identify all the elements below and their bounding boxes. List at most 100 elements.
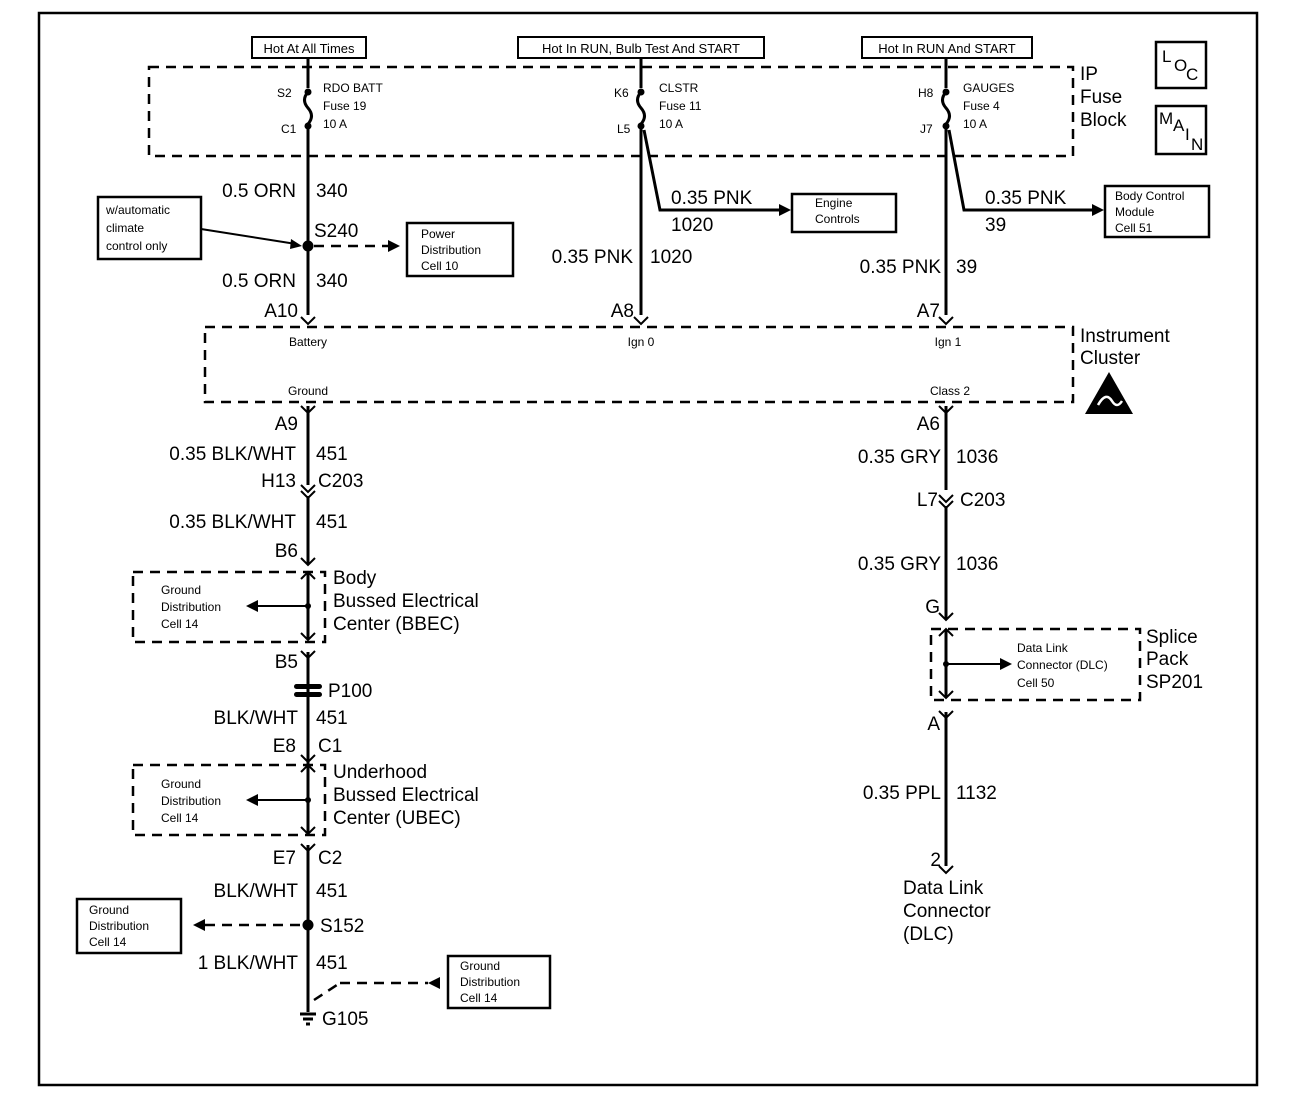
fuse-gauges: H8 J7 GAUGES Fuse 4 10 A [918, 81, 1014, 136]
svg-text:Distribution: Distribution [161, 794, 221, 808]
circuit-340-451: 0.5 ORN 340 S240 w/automatic climate con… [96, 126, 515, 326]
svg-text:0.35 PNK: 0.35 PNK [985, 188, 1067, 209]
instrument-cluster: Battery Ign 0 Ign 1 Ground Class 2 Instr… [203, 325, 1170, 404]
svg-text:0.5 ORN: 0.5 ORN [222, 181, 296, 202]
splice-s240 [302, 240, 314, 252]
svg-text:Ign 0: Ign 0 [628, 335, 655, 349]
ground-icon [300, 1012, 316, 1026]
svg-text:1020: 1020 [671, 215, 713, 236]
svg-text:C1: C1 [281, 122, 297, 136]
svg-text:E8: E8 [273, 736, 296, 757]
svg-text:B6: B6 [275, 541, 298, 562]
svg-text:S2: S2 [277, 86, 292, 100]
svg-text:Ground: Ground [460, 959, 500, 973]
svg-text:Hot In RUN And START: Hot In RUN And START [878, 41, 1016, 56]
svg-text:climate: climate [106, 221, 144, 235]
svg-text:Fuse 11: Fuse 11 [659, 99, 702, 113]
svg-text:Pack: Pack [1146, 649, 1189, 670]
ref-engine-controls: Engine Controls [790, 192, 898, 234]
svg-text:1036: 1036 [956, 554, 998, 575]
svg-text:10 A: 10 A [323, 117, 347, 131]
svg-text:A9: A9 [275, 414, 298, 435]
svg-text:1020: 1020 [650, 247, 692, 268]
circuit-1020: 0.35 PNK 1020 Engine Controls 0.35 PNK 1… [552, 126, 898, 326]
svg-text:0.35 BLK/WHT: 0.35 BLK/WHT [169, 444, 296, 465]
svg-text:Data Link: Data Link [1017, 641, 1069, 655]
svg-text:A8: A8 [611, 301, 634, 322]
svg-text:451: 451 [316, 881, 348, 902]
svg-text:340: 340 [316, 271, 348, 292]
svg-text:Ground: Ground [288, 384, 328, 398]
svg-text:Fuse 19: Fuse 19 [323, 99, 367, 113]
svg-text:451: 451 [316, 444, 348, 465]
svg-text:0.5 ORN: 0.5 ORN [222, 271, 296, 292]
svg-text:I: I [1185, 125, 1190, 144]
svg-text:Module: Module [1115, 205, 1155, 219]
svg-text:Body: Body [333, 568, 377, 589]
ip-fuse-block-label: IP Fuse Block [1080, 64, 1127, 131]
svg-text:2: 2 [930, 850, 941, 871]
svg-text:G: G [925, 597, 940, 618]
circuit-1036-1132: A6 0.35 GRY 1036 L7 C203 0.35 GRY 1036 G… [858, 405, 1203, 945]
svg-text:BLK/WHT: BLK/WHT [214, 881, 299, 902]
svg-text:Cell 14: Cell 14 [460, 991, 498, 1005]
ref-power-distribution: Power Distribution Cell 10 [405, 221, 515, 278]
splice-s152 [302, 919, 314, 931]
svg-text:G105: G105 [322, 1009, 368, 1030]
svg-text:451: 451 [316, 953, 348, 974]
svg-text:w/automatic: w/automatic [105, 203, 170, 217]
svg-text:Cell 14: Cell 14 [89, 935, 127, 949]
svg-text:Controls: Controls [815, 212, 860, 226]
svg-text:1 BLK/WHT: 1 BLK/WHT [198, 953, 299, 974]
circuit-451-ground: A9 0.35 BLK/WHT 451 H13 C203 0.35 BLK/WH… [75, 405, 552, 1030]
ref-ground-distribution-g105: Ground Distribution Cell 14 [446, 954, 552, 1010]
main-icon: M A I N [1154, 104, 1208, 156]
svg-text:Instrument: Instrument [1080, 326, 1170, 347]
svg-text:RDO BATT: RDO BATT [323, 81, 383, 95]
svg-text:Fuse 4: Fuse 4 [963, 99, 1000, 113]
svg-text:0.35 BLK/WHT: 0.35 BLK/WHT [169, 512, 296, 533]
svg-text:Underhood: Underhood [333, 762, 427, 783]
svg-text:A: A [927, 714, 940, 735]
header-hot-at-all-times: Hot At All Times [251, 36, 367, 59]
svg-text:Block: Block [1080, 110, 1127, 131]
ip-fuse-block [147, 65, 1075, 158]
ref-body-control-module: Body Control Module Cell 51 [1103, 184, 1211, 239]
esd-warning-icon [1085, 372, 1133, 414]
svg-text:Bussed Electrical: Bussed Electrical [333, 591, 479, 612]
svg-text:Body Control: Body Control [1115, 189, 1184, 203]
svg-text:GAUGES: GAUGES [963, 81, 1014, 95]
svg-text:Connector (DLC): Connector (DLC) [1017, 658, 1108, 672]
circuit-39: 0.35 PNK 39 Body Control Module Cell 51 … [860, 126, 1211, 326]
svg-text:CLSTR: CLSTR [659, 81, 699, 95]
svg-text:Distribution: Distribution [89, 919, 149, 933]
note-automatic-climate: w/automatic climate control only [96, 195, 302, 261]
ubec-box [131, 763, 327, 837]
splice-pack-sp201 [929, 627, 1142, 702]
svg-text:C: C [1186, 65, 1198, 84]
svg-text:(DLC): (DLC) [903, 924, 954, 945]
svg-text:Ground: Ground [161, 777, 201, 791]
svg-text:Cell 10: Cell 10 [421, 259, 459, 273]
svg-text:Splice: Splice [1146, 627, 1198, 648]
svg-text:Bussed Electrical: Bussed Electrical [333, 785, 479, 806]
svg-text:Distribution: Distribution [460, 975, 520, 989]
bbec-box [131, 570, 327, 644]
svg-text:10 A: 10 A [963, 117, 987, 131]
svg-text:IP: IP [1080, 64, 1098, 85]
svg-text:Hot In RUN, Bulb Test And STAR: Hot In RUN, Bulb Test And START [542, 41, 740, 56]
svg-text:340: 340 [316, 181, 348, 202]
svg-text:Ground: Ground [89, 903, 129, 917]
svg-text:A10: A10 [264, 301, 298, 322]
svg-text:L: L [1162, 47, 1171, 66]
svg-text:control only: control only [106, 239, 167, 253]
svg-text:Cell 50: Cell 50 [1017, 676, 1055, 690]
svg-text:Connector: Connector [903, 901, 991, 922]
svg-text:Data Link: Data Link [903, 878, 984, 899]
svg-text:Distribution: Distribution [161, 600, 221, 614]
svg-text:C203: C203 [960, 490, 1005, 511]
svg-text:451: 451 [316, 708, 348, 729]
svg-text:0.35 PNK: 0.35 PNK [552, 247, 634, 268]
svg-text:Cell 51: Cell 51 [1115, 221, 1153, 235]
